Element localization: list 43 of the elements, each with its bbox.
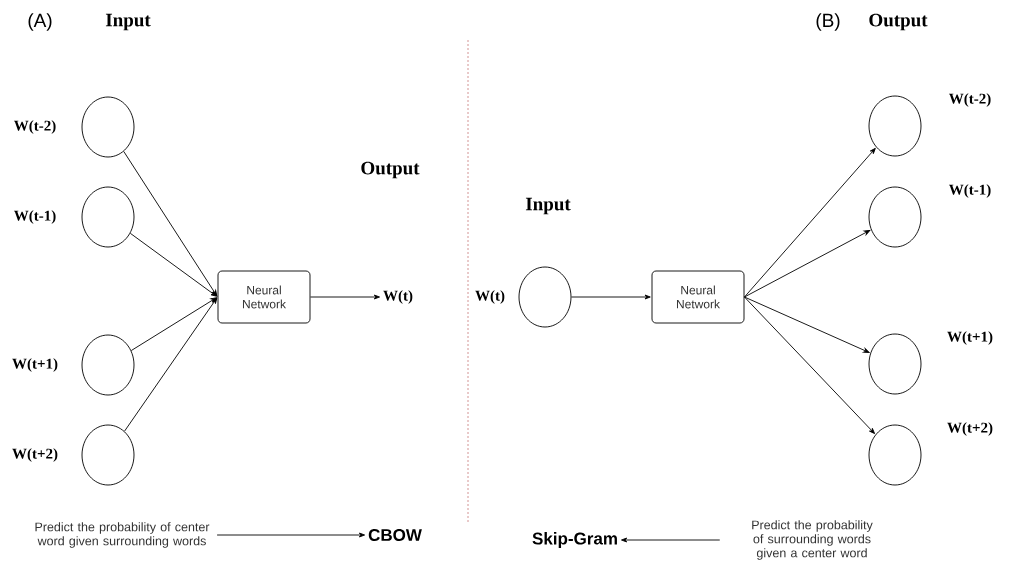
arrow (571, 294, 651, 300)
note-text: Predict the probability of center word given surrounding words (35, 522, 210, 548)
neuron-circle (868, 333, 922, 395)
neuron-circle (81, 96, 135, 158)
section-heading: Input (525, 197, 571, 215)
word-label: W(t+2) (947, 422, 993, 436)
section-heading: Input (105, 13, 151, 31)
word-label: W(t+2) (12, 448, 58, 462)
section-heading: Output (869, 13, 928, 31)
arrow (621, 537, 721, 543)
word-label: W(t+1) (947, 331, 993, 345)
word-label: W(t-2) (14, 120, 56, 134)
word-label: W(t-1) (949, 184, 991, 198)
neuron-circle (81, 424, 135, 486)
arrow (124, 297, 218, 432)
arrow (744, 296, 876, 434)
word-label: W(t-1) (14, 210, 56, 224)
note-text: Predict the probability of surrounding words given a center word (752, 520, 873, 560)
word-label: W(t-2) (949, 93, 991, 107)
neuron-circle (868, 424, 922, 486)
neuron-circle (868, 95, 922, 157)
method-name: CBOW (368, 529, 422, 542)
arrow (216, 532, 366, 538)
arrow (310, 294, 380, 300)
process-box: Neural Network (651, 270, 745, 324)
word-label: W(t) (475, 290, 505, 304)
arrow (130, 297, 217, 351)
method-name: Skip-Gram (532, 532, 617, 548)
neuron-circle (868, 186, 922, 248)
process-box: Neural Network (217, 270, 311, 324)
arrow (744, 147, 876, 298)
arrow (744, 296, 870, 353)
neuron-circle (518, 266, 572, 328)
panel-letter: (A) (28, 13, 52, 31)
neuron-circle (81, 186, 135, 248)
arrow (744, 229, 871, 298)
arrow (129, 232, 217, 297)
neuron-circle (81, 334, 135, 396)
panel-letter: (B) (816, 13, 840, 31)
section-heading: Output (361, 161, 420, 179)
arrow (123, 151, 218, 297)
word-label: W(t) (383, 290, 413, 304)
word-label: W(t+1) (12, 358, 58, 372)
